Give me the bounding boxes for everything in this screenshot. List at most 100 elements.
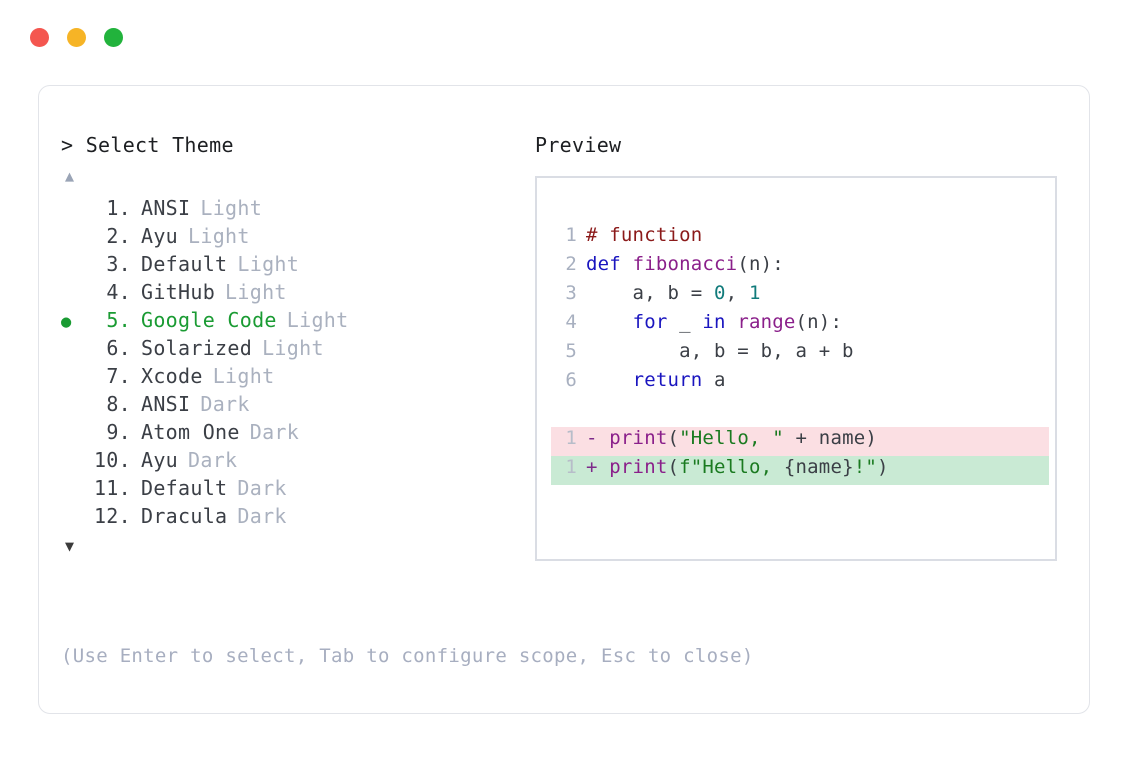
scroll-up-icon[interactable]: ▲	[65, 167, 75, 185]
code-token: + name)	[783, 427, 878, 449]
selected-bullet-icon	[61, 200, 87, 220]
theme-item-name: Xcode	[141, 364, 203, 388]
theme-item-variant: Light	[237, 252, 300, 276]
code-token: a, b =	[586, 282, 715, 304]
selected-bullet-icon	[61, 228, 87, 248]
code-token: def	[586, 253, 633, 275]
code-token: range	[737, 311, 796, 333]
code-line: 3 a, b = 0, 1	[551, 282, 1049, 311]
theme-item-number: 6.	[106, 336, 131, 360]
theme-item-name: Ayu	[141, 224, 179, 248]
line-number: 4	[565, 311, 577, 333]
selected-bullet-icon	[61, 508, 87, 528]
code-line-text: a, b = b, a + b	[586, 340, 854, 362]
selected-bullet-icon	[61, 340, 87, 360]
theme-item-name: Google Code	[141, 308, 277, 332]
theme-item-number: 10.	[93, 448, 131, 472]
theme-item-variant: Dark	[237, 504, 287, 528]
close-window-button[interactable]	[30, 28, 49, 47]
theme-item-name: GitHub	[141, 280, 216, 304]
theme-item-variant: Dark	[237, 476, 287, 500]
code-token: {name}	[783, 456, 854, 478]
theme-item-number: 8.	[106, 392, 131, 416]
code-token	[586, 311, 633, 333]
code-token: (	[667, 456, 680, 478]
code-token: a	[702, 369, 726, 391]
code-token: (	[667, 427, 680, 449]
theme-item-number: 3.	[106, 252, 131, 276]
theme-item-variant: Dark	[249, 420, 300, 444]
code-token: (n):	[737, 253, 784, 275]
diff-marker: +	[586, 456, 610, 478]
selected-bullet-icon	[61, 424, 87, 444]
theme-item-name: Default	[141, 252, 228, 276]
code-token: f"Hello,	[679, 456, 784, 478]
minimize-window-button[interactable]	[67, 28, 86, 47]
line-number: 1	[565, 427, 577, 449]
line-number: 1	[565, 456, 577, 478]
selected-bullet-icon	[61, 396, 87, 416]
theme-item-name: Solarized	[141, 336, 253, 360]
line-number: 5	[565, 340, 577, 362]
code-diff-line: 1 - print("Hello, " + name)	[551, 427, 1049, 456]
code-line-text: a, b = 0, 1	[586, 282, 761, 304]
selected-bullet-icon	[61, 368, 87, 388]
code-diff-line: 1 + print(f"Hello, {name}!")	[551, 456, 1049, 485]
preview-column: Preview	[535, 130, 1067, 160]
code-token: return	[632, 369, 703, 391]
code-line-text: + print(f"Hello, {name}!")	[586, 456, 1004, 478]
theme-item-variant: Light	[225, 280, 287, 304]
theme-list-item[interactable]: ● 5. Google Code Light	[61, 308, 531, 336]
keyboard-hint: (Use Enter to select, Tab to configure s…	[61, 645, 754, 667]
code-token	[586, 369, 633, 391]
scroll-down-icon[interactable]: ▼	[65, 537, 75, 555]
selected-bullet-icon	[61, 284, 87, 304]
theme-item-name: ANSI	[141, 196, 191, 220]
theme-list-item[interactable]: 10. Ayu Dark	[61, 448, 531, 476]
theme-item-number: 5.	[106, 308, 131, 332]
theme-list-item[interactable]: 3. Default Light	[61, 252, 531, 280]
maximize-window-button[interactable]	[104, 28, 123, 47]
code-line: 2 def fibonacci(n):	[551, 253, 1049, 282]
code-token: print	[609, 456, 668, 478]
theme-item-name: Ayu	[141, 448, 179, 472]
theme-item-variant: Light	[200, 196, 263, 220]
theme-item-variant: Dark	[188, 448, 238, 472]
theme-list-item[interactable]: 7. Xcode Light	[61, 364, 531, 392]
code-token: a, b = b, a + b	[586, 340, 854, 362]
code-line-text: for _ in range(n):	[586, 311, 842, 333]
theme-item-number: 7.	[106, 364, 131, 388]
code-token: 0	[714, 282, 726, 304]
code-blank-line	[551, 398, 1049, 427]
theme-list-item[interactable]: 9. Atom One Dark	[61, 420, 531, 448]
theme-item-number: 9.	[106, 420, 131, 444]
theme-item-variant: Light	[212, 364, 275, 388]
selected-bullet-icon: ●	[61, 312, 72, 332]
code-line: 5 a, b = b, a + b	[551, 340, 1049, 369]
code-line-text: - print("Hello, " + name)	[586, 427, 1004, 449]
preview-heading: Preview	[535, 133, 622, 157]
theme-item-variant: Light	[188, 224, 250, 248]
prompt-marker: >	[61, 133, 74, 157]
theme-item-variant: Light	[286, 308, 349, 332]
theme-item-name: Atom One	[141, 420, 240, 444]
selected-bullet-icon	[61, 480, 87, 500]
line-number: 2	[565, 253, 577, 275]
window-titlebar	[30, 28, 123, 47]
theme-item-name: Dracula	[141, 504, 228, 528]
code-token	[726, 311, 738, 333]
page-title: Select Theme	[85, 133, 234, 157]
theme-item-number: 2.	[106, 224, 131, 248]
code-line-text: def fibonacci(n):	[586, 253, 784, 275]
theme-list-item[interactable]: 2. Ayu Light	[61, 224, 531, 252]
